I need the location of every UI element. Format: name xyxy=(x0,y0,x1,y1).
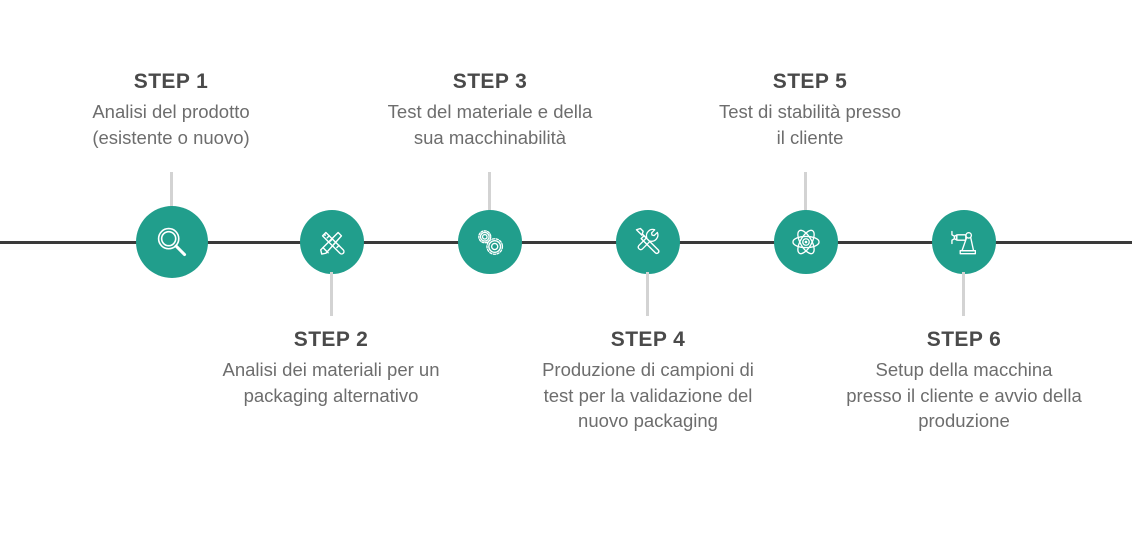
timeline-node-1[interactable] xyxy=(136,206,208,278)
timeline-node-2[interactable] xyxy=(300,210,364,274)
step-title-5: STEP 5 xyxy=(772,70,848,93)
timeline-node-6[interactable] xyxy=(932,210,996,274)
step-description-4: Produzione di campioni di test per la va… xyxy=(542,359,754,432)
connector-stem-5 xyxy=(804,172,807,216)
step-title-6: STEP 6 xyxy=(926,328,1002,351)
step-title-2: STEP 2 xyxy=(293,328,369,351)
step-block-5: STEP 5 Test di stabilità presso il clien… xyxy=(672,70,948,150)
timeline-node-5[interactable] xyxy=(774,210,838,274)
connector-stem-3 xyxy=(488,172,491,216)
connector-stem-2 xyxy=(330,272,333,316)
atom-icon xyxy=(788,224,824,260)
step-description-6: Setup della macchina presso il cliente e… xyxy=(846,359,1082,432)
step-block-3: STEP 3 Test del materiale e della sua ma… xyxy=(352,70,628,150)
timeline-node-4[interactable] xyxy=(616,210,680,274)
step-description-5: Test di stabilità presso il cliente xyxy=(718,101,901,148)
pencil-ruler-icon xyxy=(314,224,350,260)
timeline-node-3[interactable] xyxy=(458,210,522,274)
gears-icon xyxy=(472,224,508,260)
step-description-2: Analisi dei materiali per un packaging a… xyxy=(222,359,440,406)
step-block-1: STEP 1 Analisi del prodotto (esistente o… xyxy=(38,70,304,150)
step-description-3: Test del materiale e della sua macchinab… xyxy=(387,101,593,148)
step-title-3: STEP 3 xyxy=(452,70,528,93)
magnifier-icon xyxy=(153,223,191,261)
connector-stem-1 xyxy=(170,172,173,212)
step-description-1: Analisi del prodotto (esistente o nuovo) xyxy=(92,101,250,148)
step-title-1: STEP 1 xyxy=(133,70,209,93)
step-block-4: STEP 4 Produzione di campioni di test pe… xyxy=(512,328,784,434)
connector-stem-6 xyxy=(962,272,965,316)
step-block-6: STEP 6 Setup della macchina presso il cl… xyxy=(826,328,1102,434)
robot-arm-icon xyxy=(946,224,982,260)
wrench-screwdriver-icon xyxy=(630,224,666,260)
connector-stem-4 xyxy=(646,272,649,316)
step-title-4: STEP 4 xyxy=(610,328,686,351)
timeline-axis xyxy=(0,241,1132,244)
step-block-2: STEP 2 Analisi dei materiali per un pack… xyxy=(196,328,466,408)
